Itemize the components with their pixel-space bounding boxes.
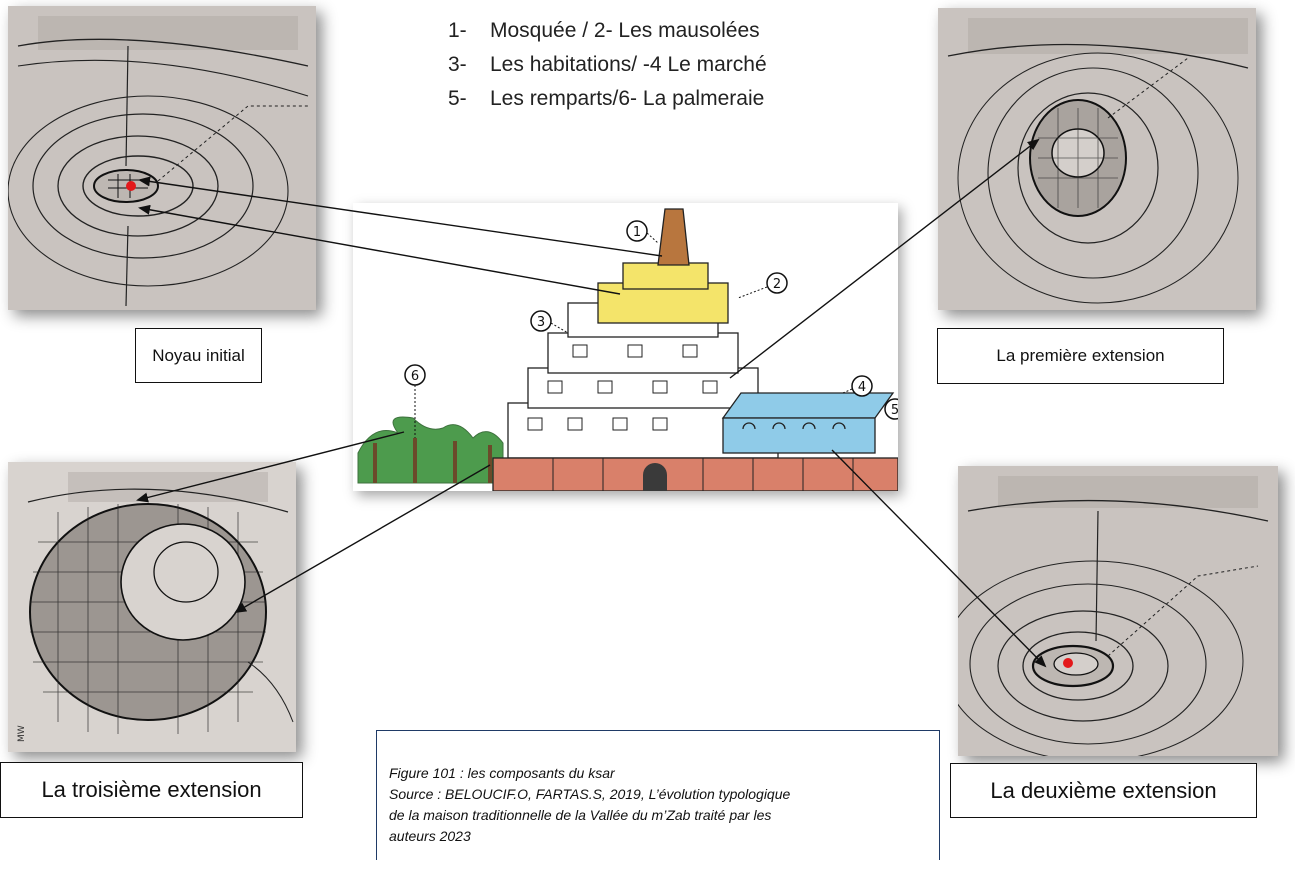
figure-caption-line-3: de la maison traditionnelle de la Vallée… (389, 807, 772, 823)
caption-troisieme-extension: La troisième extension (0, 762, 303, 818)
map-deuxieme-extension-drawing (958, 476, 1269, 756)
marker-1: 1 (626, 220, 648, 242)
svg-text:6: 6 (411, 369, 419, 384)
svg-text:4: 4 (858, 380, 866, 395)
legend-item-1: 1-Mosquée / 2- Les mausolées (448, 19, 760, 42)
figure-caption-line-1: Figure 101 : les composants du ksar (389, 765, 615, 781)
caption-noyau-initial: Noyau initial (135, 328, 262, 383)
legend-item-2: 3-Les habitations/ -4 Le marché (448, 53, 767, 76)
svg-text:2: 2 (773, 277, 781, 292)
legend-list: 1-Mosquée / 2- Les mausolées 3-Les habit… (448, 14, 767, 116)
marker-6: 6 (404, 364, 426, 386)
figure-caption: Figure 101 : les composants du ksar Sour… (376, 730, 940, 860)
red-dot (126, 181, 136, 191)
palm-grove (357, 416, 504, 484)
map-noyau-initial-drawing (8, 16, 309, 307)
svg-text:5: 5 (891, 403, 898, 418)
caption-premiere-extension: La première extension (937, 328, 1224, 384)
mausoleums (597, 262, 729, 324)
marker-4: 4 (851, 375, 873, 397)
map-deuxieme-extension (958, 466, 1278, 756)
marker-3: 3 (530, 310, 552, 332)
map-premiere-extension (938, 8, 1256, 310)
ramparts (492, 457, 898, 491)
map-troisieme-extension-drawing: MW (8, 462, 296, 752)
map-noyau-initial (8, 6, 316, 310)
ksar-illustration-drawing: 1 2 3 4 5 6 (357, 208, 898, 491)
marker-2: 2 (766, 272, 788, 294)
marker-5: 5 (884, 398, 898, 420)
map-troisieme-extension: MW (8, 462, 296, 752)
caption-deuxieme-extension: La deuxième extension (950, 763, 1257, 818)
ksar-illustration: 1 2 3 4 5 6 (353, 203, 898, 491)
figure-caption-line-2: Source : BELOUCIF.O, FARTAS.S, 2019, L’é… (389, 786, 791, 802)
legend-item-3: 5-Les remparts/6- La palmeraie (448, 87, 765, 110)
map-corner-text: MW (17, 725, 27, 742)
market (721, 392, 895, 454)
minaret (657, 208, 690, 266)
svg-text:1: 1 (633, 225, 641, 240)
figure-caption-line-4: auteurs 2023 (389, 828, 471, 844)
svg-text:3: 3 (537, 315, 545, 330)
map-premiere-extension-drawing (947, 18, 1249, 304)
red-dot (1063, 658, 1073, 668)
